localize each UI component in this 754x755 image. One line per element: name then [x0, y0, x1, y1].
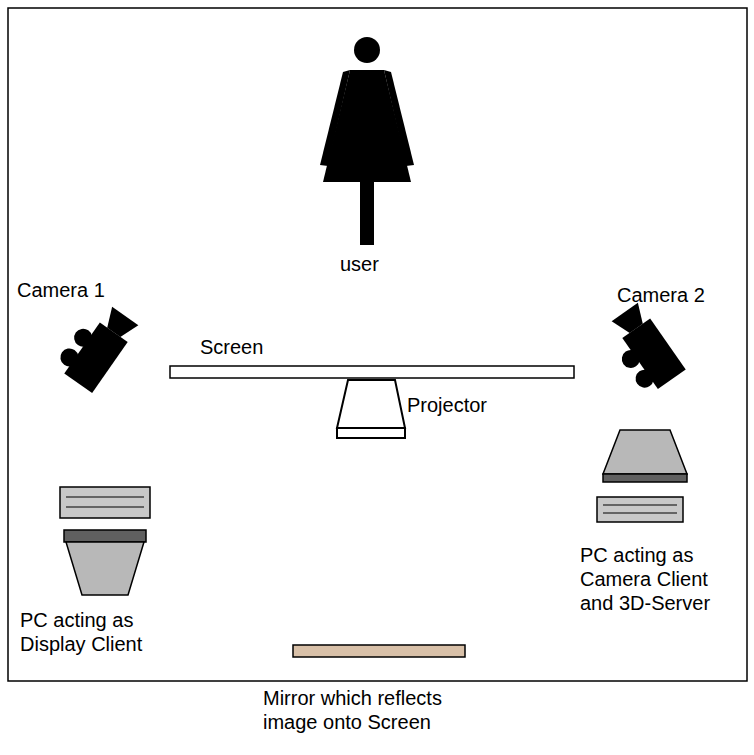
- part-label: PC acting as Camera Client and 3D-Server: [580, 543, 740, 615]
- part-label: user: [340, 252, 379, 276]
- part-label: Projector: [407, 393, 487, 417]
- user-figure: [320, 37, 414, 245]
- camera-symbol: [599, 302, 685, 397]
- projector-symbol: [337, 380, 405, 438]
- part-label: Screen: [200, 335, 263, 359]
- frame: [8, 8, 747, 681]
- mirror: [293, 645, 465, 657]
- camera-symbol: [53, 298, 139, 393]
- screen: [170, 366, 574, 378]
- part-label: PC acting as Display Client: [20, 608, 185, 656]
- part-label: Camera 2: [617, 283, 705, 307]
- pc-symbol: [60, 487, 150, 595]
- pc-symbol: [597, 430, 687, 522]
- caption: Mirror which reflects image onto Screen: [263, 686, 498, 734]
- part-label: Camera 1: [17, 278, 105, 302]
